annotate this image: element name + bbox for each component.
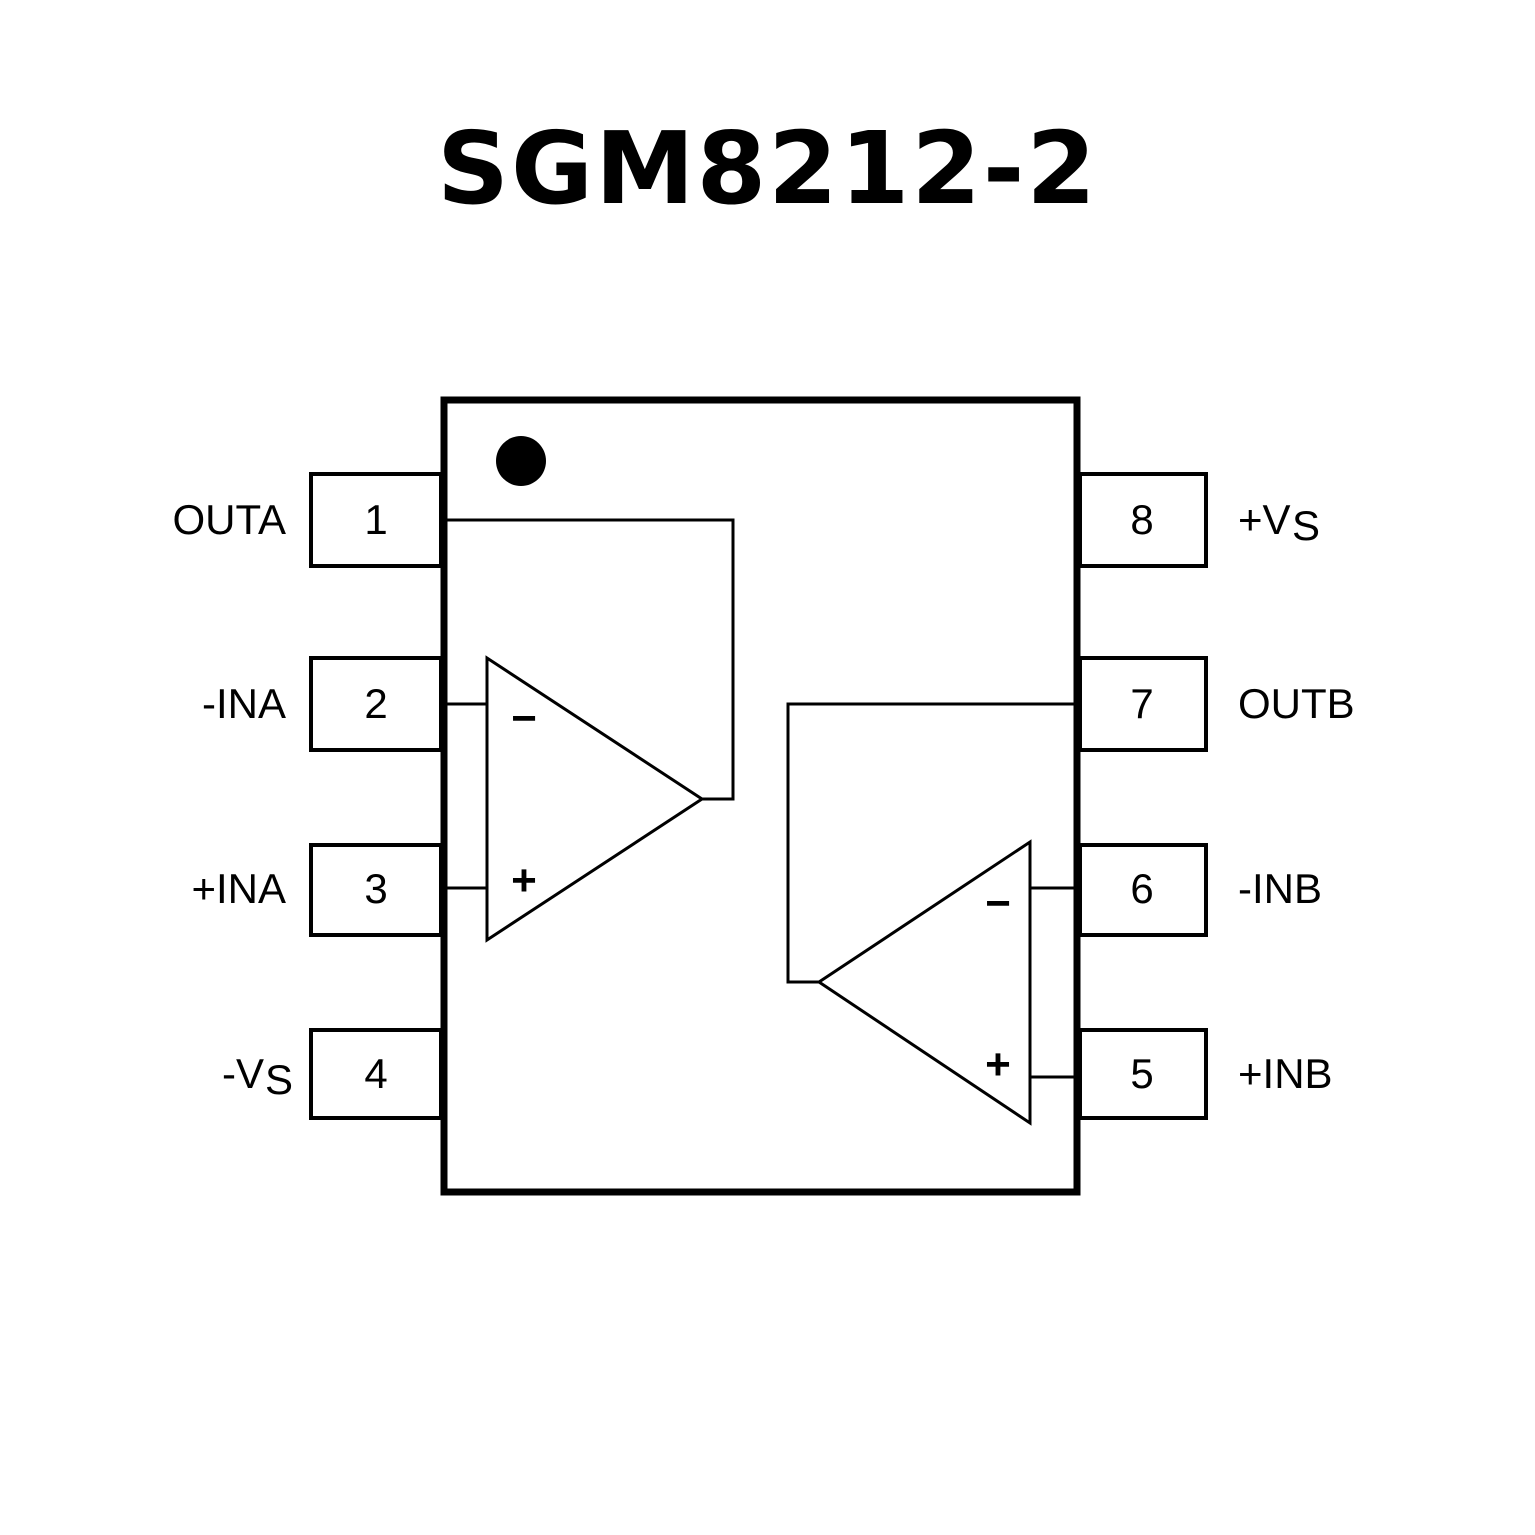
op-amp-a-triangle [485,655,705,943]
pin-8: 8 +V S [1078,472,1320,568]
pin-number: 3 [364,865,387,912]
pin-label: -INA [202,680,286,727]
pin-number: 6 [1130,865,1153,912]
pin-label: -INB [1238,865,1322,912]
pin-label-subscript: S [265,1056,293,1103]
pin1-marker-dot [496,436,546,486]
pin-number: 8 [1130,496,1153,543]
pin-7: 7 OUTB [1078,656,1355,752]
wire-output-b-to-pin7 [786,702,1074,984]
chip-title: SGM8212-2 [436,110,1099,227]
op-amp-b-triangle [816,839,1032,1126]
pin-number: 5 [1130,1050,1153,1097]
pin-label: OUTA [172,496,286,543]
pin-4: 4 -V S [222,1028,443,1120]
pin-label: -V [222,1050,264,1097]
op-amp-b-plus: + [985,1040,1011,1089]
pin-number: 1 [364,496,387,543]
pin-5: 5 +INB [1078,1028,1333,1120]
wire-output-a-to-pin1 [447,518,735,801]
pin-number: 4 [364,1050,387,1097]
pin-label: +INB [1238,1050,1333,1097]
pin-label: +V [1238,496,1291,543]
pin-3: 3 +INA [191,843,443,937]
op-amp-b: − + [786,702,1074,1126]
pin-number: 2 [364,680,387,727]
op-amp-b-minus: − [985,879,1011,928]
op-amp-a-plus: + [511,856,537,905]
pin-1: 1 OUTA [172,472,443,568]
pin-6: 6 -INB [1078,843,1322,937]
pin-label: OUTB [1238,680,1355,727]
op-amp-a: − + [447,518,735,943]
op-amp-a-minus: − [511,694,537,743]
pin-number: 7 [1130,680,1153,727]
pin-label-subscript: S [1292,502,1320,549]
pin-2: 2 -INA [202,656,443,752]
pin-label: +INA [191,865,286,912]
ic-body [440,396,1081,1196]
